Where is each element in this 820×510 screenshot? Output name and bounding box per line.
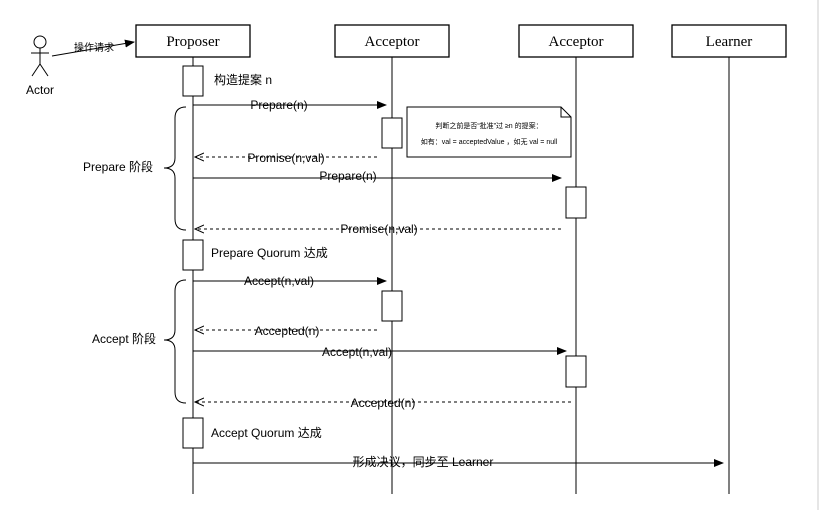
actor-request-label: 操作请求 <box>74 41 114 54</box>
acceptor1-activation-prepare <box>381 117 403 149</box>
learner-box <box>671 24 787 58</box>
judge-note-line2: 如有：val = acceptedValue ，如无 val = null <box>421 137 558 146</box>
construct-note: 构造提案 n <box>214 72 272 87</box>
accept2-label: Accept(n,val) <box>322 345 392 359</box>
acceptor2-activation-prepare <box>565 186 587 219</box>
actor-figure <box>31 35 49 77</box>
learner-title: Learner <box>706 34 753 50</box>
acceptor2-title: Acceptor <box>549 34 604 50</box>
proposer-activation-construct <box>182 65 204 97</box>
proposer-title: Proposer <box>166 34 219 50</box>
judge-note-line1: 判断之前是否“批准”过 ≥n 的提案： <box>435 121 542 130</box>
actor-label: Actor <box>26 83 54 97</box>
proposer-activation-accept-quorum <box>182 417 204 449</box>
promise2-label: Promise(n,val) <box>340 222 417 236</box>
prepare-quorum-note: Prepare Quorum 达成 <box>211 246 328 260</box>
actor-request-arrow <box>51 39 135 57</box>
prepare-phase-brace <box>163 106 187 231</box>
accepted2-label: Accepted(n) <box>351 396 416 410</box>
acceptor2-activation-accept <box>565 355 587 388</box>
acceptor1-activation-accept <box>381 290 403 322</box>
decision-label: 形成决议，同步至 Learner <box>353 455 494 469</box>
proposer-activation-prepare-quorum <box>182 239 204 271</box>
promise1-label: Promise(n,val) <box>247 151 324 165</box>
acceptor2-box <box>518 24 634 58</box>
accept1-label: Accept(n,val) <box>244 274 314 288</box>
acceptor1-title: Acceptor <box>365 34 420 50</box>
prepare2-label: Prepare(n) <box>319 169 376 183</box>
accept-phase-label: Accept 阶段 <box>92 331 156 346</box>
acceptor1-box <box>334 24 450 58</box>
accepted1-label: Accepted(n) <box>255 324 320 338</box>
judge-note <box>406 106 572 158</box>
prepare-phase-label: Prepare 阶段 <box>83 159 153 174</box>
accept-quorum-note: Accept Quorum 达成 <box>211 426 322 440</box>
proposer-box <box>135 24 251 58</box>
accept-phase-brace <box>163 279 187 404</box>
prepare1-label: Prepare(n) <box>250 98 307 112</box>
